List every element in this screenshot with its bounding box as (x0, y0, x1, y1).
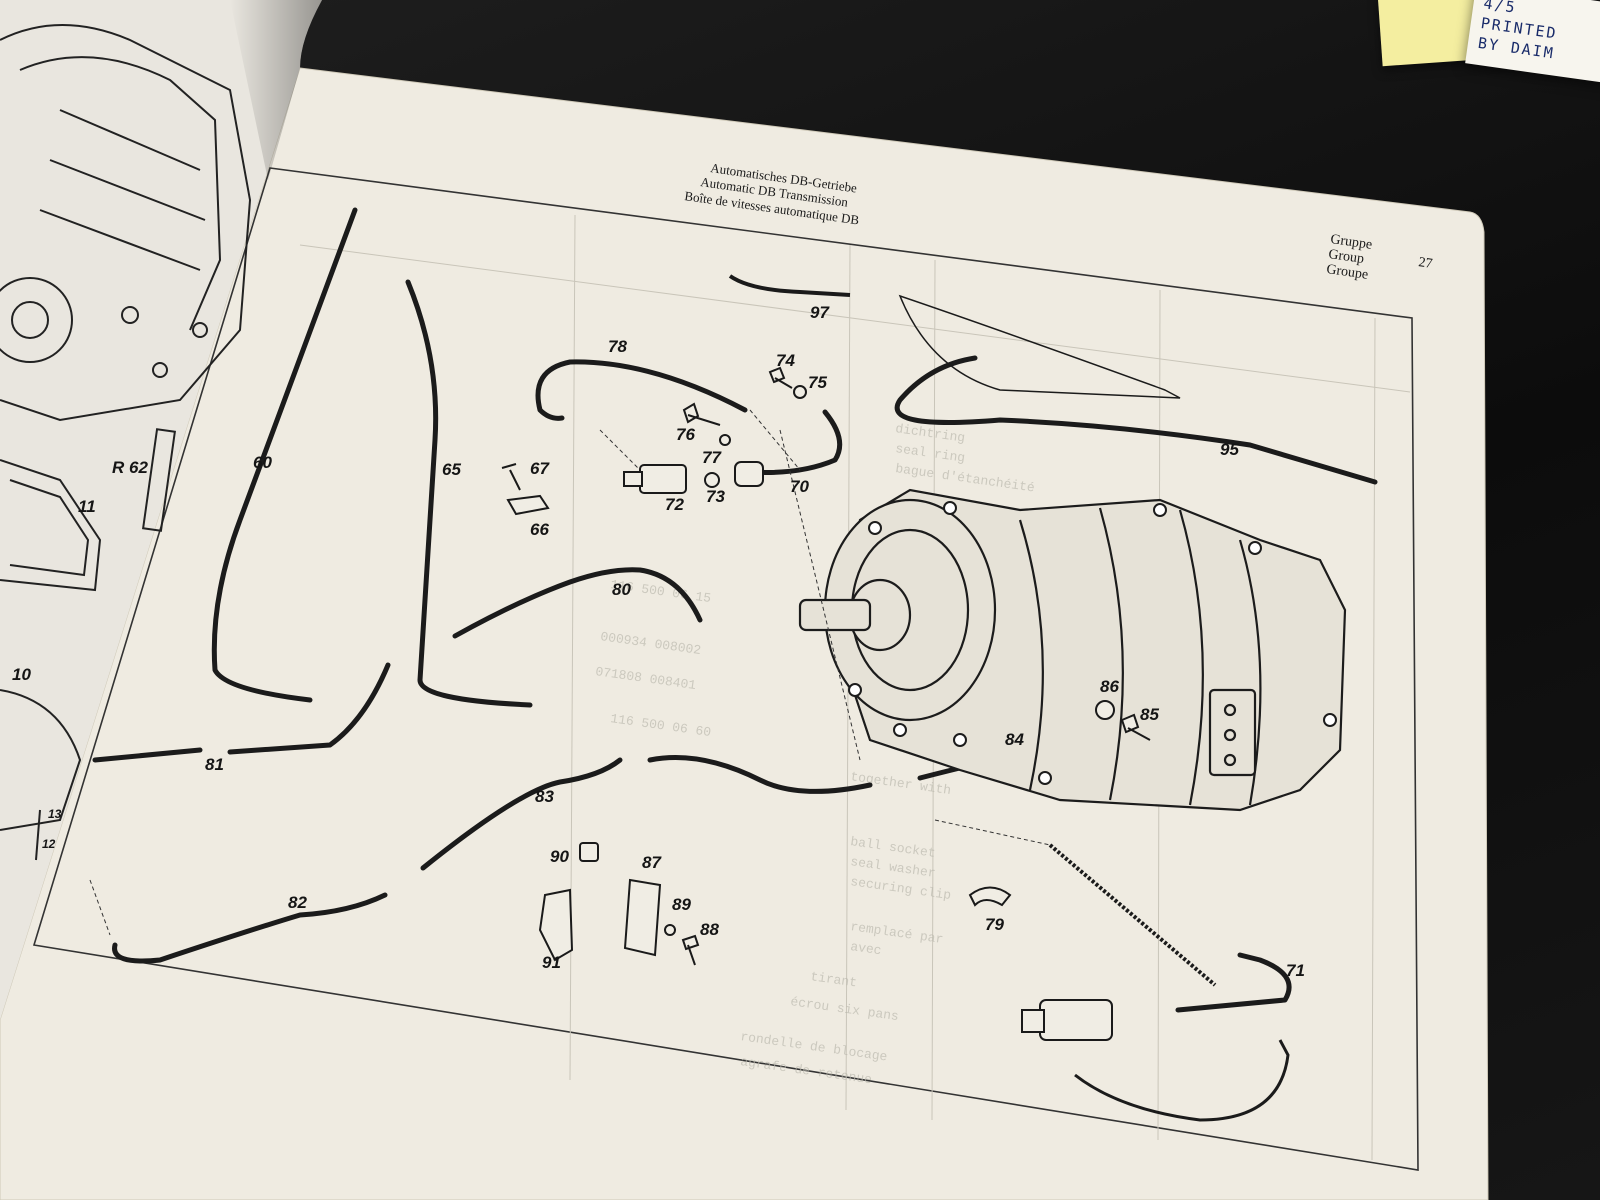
bracket-95-sheet (898, 294, 1181, 399)
washer-75 (793, 385, 807, 399)
callout-97: 97 (810, 303, 830, 322)
washer-73 (704, 472, 720, 488)
output-shaft (798, 598, 872, 632)
pipe-71 (1175, 952, 1292, 1013)
ghost-line: avec (849, 939, 882, 958)
dipstick-79 (1048, 843, 1217, 987)
small-parts (501, 274, 1151, 1041)
callout-11: 11 (78, 497, 96, 516)
nut-86 (1095, 700, 1115, 720)
bolt-76 (682, 402, 721, 426)
callout-labels: 10 11 12 13 R 62 60 65 66 67 70 71 72 73… (12, 303, 1305, 980)
pipe-81 (92, 662, 391, 763)
ghost-line: tirant (809, 969, 857, 990)
callout-75: 75 (808, 373, 827, 392)
callout-79: 79 (985, 915, 1004, 934)
callout-91: 91 (542, 953, 561, 972)
callout-66: 66 (530, 520, 549, 539)
clip-66 (506, 494, 550, 516)
bolt-88 (681, 934, 700, 966)
left-page (0, 0, 322, 1020)
callout-76: 76 (676, 425, 695, 444)
sleeve-90 (579, 842, 599, 862)
bolt-85 (1120, 713, 1151, 741)
washer-77 (719, 434, 731, 446)
switch-lower (1039, 999, 1113, 1041)
callout-83: 83 (535, 787, 554, 806)
bracket-97 (728, 274, 851, 297)
group-fr: Groupe (1325, 262, 1369, 283)
bolt-74 (768, 366, 793, 389)
callout-85: 85 (1140, 705, 1159, 724)
callout-65: 65 (442, 460, 461, 479)
callout-12: 12 (42, 837, 56, 851)
pipe-70 (747, 409, 843, 475)
switch-72 (639, 464, 687, 494)
callout-86: 86 (1100, 677, 1119, 696)
group-number: 27 (1417, 255, 1433, 272)
left-page-transmission-drawing (0, 24, 252, 861)
callout-82: 82 (288, 893, 307, 912)
callout-77: 77 (702, 448, 722, 467)
callout-10: 10 (12, 665, 31, 684)
callout-r62: R 62 (112, 458, 148, 477)
callout-95: 95 (1220, 440, 1239, 459)
callout-71: 71 (1286, 961, 1305, 980)
callout-78: 78 (608, 337, 627, 356)
callout-90: 90 (550, 847, 569, 866)
callout-88: 88 (700, 920, 719, 939)
cable-lines (898, 294, 1290, 1122)
callout-87: 87 (642, 853, 662, 872)
callout-60: 60 (253, 453, 272, 472)
pipe-80 (452, 567, 703, 639)
nut-89 (664, 924, 676, 936)
callout-81: 81 (205, 755, 224, 774)
pipe-78 (535, 359, 748, 421)
housing-bolts (848, 501, 1337, 785)
callout-72: 72 (665, 495, 684, 514)
pipe-lines (92, 207, 1378, 1013)
pipe-65 (405, 279, 533, 708)
transmission-assembly (798, 488, 1347, 812)
callout-70: 70 (790, 477, 809, 496)
bracket-91 (538, 888, 574, 962)
group-en: Group (1327, 247, 1365, 267)
cable-lower (1074, 1039, 1290, 1122)
page-gutter-shadow (230, 0, 322, 180)
bolt-67 (501, 463, 521, 491)
group-de: Gruppe (1329, 232, 1373, 253)
pipe-95 (894, 355, 1378, 485)
clip-79 (968, 886, 1012, 907)
diagram-frame (32, 167, 1419, 1171)
callout-80: 80 (612, 580, 631, 599)
callout-84: 84 (1005, 730, 1024, 749)
callout-13: 13 (48, 807, 62, 821)
pipe-60 (211, 207, 358, 703)
callout-67: 67 (530, 459, 550, 478)
right-page (0, 67, 1489, 1200)
leader-lines (89, 409, 1051, 936)
callout-73: 73 (706, 487, 725, 506)
callout-89: 89 (672, 895, 691, 914)
callout-74: 74 (776, 351, 795, 370)
pipe-83 (420, 755, 873, 871)
pipe-82 (112, 892, 388, 964)
bracket-87 (623, 878, 662, 957)
banjo-fitting (734, 461, 764, 487)
